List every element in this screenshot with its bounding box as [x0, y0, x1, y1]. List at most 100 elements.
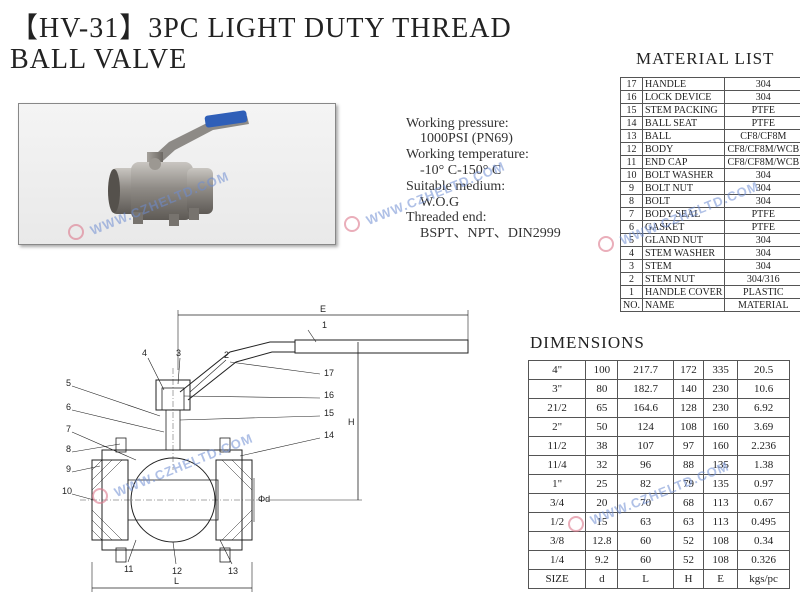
- material-no-cell: NO.: [620, 298, 643, 312]
- dimension-cell: 107: [617, 436, 674, 456]
- material-no-cell: 16: [620, 90, 643, 104]
- material-value-cell: MATERIAL: [724, 298, 800, 312]
- material-value-cell: CF8/CF8M/WCB: [724, 142, 800, 156]
- dim-d-label: Φd: [258, 494, 270, 504]
- dimension-cell: L: [617, 569, 674, 589]
- material-name-cell: BODY: [641, 142, 726, 156]
- material-name-cell: GLAND NUT: [641, 233, 726, 247]
- dimension-cell: 164.6: [617, 398, 674, 418]
- dimension-cell: 160: [703, 436, 739, 456]
- material-name-cell: HANDLE COVER: [641, 285, 726, 299]
- dimension-cell: 230: [703, 398, 739, 418]
- material-name-cell: STEM WASHER: [641, 246, 726, 260]
- dimension-cell: 11/2: [527, 436, 587, 456]
- technical-drawing: E H Φd L: [62, 304, 469, 592]
- material-value-cell: CF8/CF8M: [724, 129, 800, 143]
- material-no-cell: 17: [620, 77, 643, 91]
- material-name-cell: NAME: [641, 298, 726, 312]
- callout-1: 1: [322, 320, 327, 330]
- callout-10: 10: [62, 486, 72, 496]
- spec-line: Threaded end:: [406, 210, 487, 226]
- dimension-cell: 60: [617, 531, 674, 551]
- dimension-cell: 97: [672, 436, 705, 456]
- dimension-cell: 3.69: [737, 417, 790, 437]
- dimension-cell: 52: [672, 550, 705, 570]
- material-no-cell: 1: [620, 285, 643, 299]
- dimension-cell: 32: [585, 455, 619, 475]
- material-no-cell: 3: [620, 259, 643, 273]
- dimension-cell: 217.7: [617, 360, 674, 380]
- dimension-cell: 3/4: [527, 493, 587, 513]
- material-value-cell: 304: [724, 90, 800, 104]
- callout-15: 15: [324, 408, 334, 418]
- callout-9: 9: [66, 464, 71, 474]
- dimension-cell: 3/8: [527, 531, 587, 551]
- material-no-cell: 10: [620, 168, 643, 182]
- material-value-cell: 304: [724, 246, 800, 260]
- callout-2: 2: [224, 350, 229, 360]
- ball-valve-image: [108, 110, 249, 226]
- dimension-cell: 25: [585, 474, 619, 494]
- material-name-cell: LOCK DEVICE: [641, 90, 726, 104]
- dimension-cell: 113: [703, 493, 739, 513]
- material-value-cell: 304/316: [724, 272, 800, 286]
- material-no-cell: 4: [620, 246, 643, 260]
- material-value-cell: PTFE: [724, 103, 800, 117]
- dimension-cell: 0.326: [737, 550, 790, 570]
- spec-line: 1000PSI (PN69): [420, 131, 513, 147]
- dimension-cell: 1/4: [527, 550, 587, 570]
- product-photo: [18, 103, 336, 245]
- dimension-cell: 124: [617, 417, 674, 437]
- dimension-cell: 160: [703, 417, 739, 437]
- dimension-cell: 335: [703, 360, 739, 380]
- callout-7: 7: [66, 424, 71, 434]
- dimensions-title: DIMENSIONS: [530, 333, 645, 352]
- material-value-cell: 304: [724, 233, 800, 247]
- dimension-cell: 68: [672, 493, 705, 513]
- dimension-cell: 0.67: [737, 493, 790, 513]
- dimension-cell: 0.495: [737, 512, 790, 532]
- dimension-cell: 80: [585, 379, 619, 399]
- spec-line: Suitable medium:: [406, 178, 506, 194]
- dimension-cell: 21/2: [527, 398, 587, 418]
- dimension-cell: 100: [585, 360, 619, 380]
- dimension-cell: kgs/pc: [737, 569, 790, 589]
- dimension-cell: 182.7: [617, 379, 674, 399]
- dimension-cell: 140: [672, 379, 705, 399]
- material-no-cell: 12: [620, 142, 643, 156]
- callout-6: 6: [66, 402, 71, 412]
- material-no-cell: 15: [620, 103, 643, 117]
- material-name-cell: END CAP: [641, 155, 726, 169]
- dimension-cell: 108: [703, 550, 739, 570]
- watermark-logo-icon: [568, 516, 584, 532]
- dimension-cell: 0.97: [737, 474, 790, 494]
- material-name-cell: BOLT WASHER: [641, 168, 726, 182]
- material-value-cell: PLASTIC: [724, 285, 800, 299]
- spec-line: Working temperature:: [406, 147, 529, 163]
- dimension-cell: 50: [585, 417, 619, 437]
- material-no-cell: 2: [620, 272, 643, 286]
- dimension-cell: 10.6: [737, 379, 790, 399]
- callout-16: 16: [324, 390, 334, 400]
- callout-8: 8: [66, 444, 71, 454]
- dimension-cell: 113: [703, 512, 739, 532]
- material-list-title: MATERIAL LIST: [636, 49, 775, 68]
- dimension-cell: 172: [672, 360, 705, 380]
- spec-line: W.O.G: [420, 194, 460, 210]
- dimension-cell: E: [703, 569, 739, 589]
- dimension-cell: 4": [527, 360, 587, 380]
- specifications: Working pressure:1000PSI (PN69)Working t…: [406, 84, 561, 258]
